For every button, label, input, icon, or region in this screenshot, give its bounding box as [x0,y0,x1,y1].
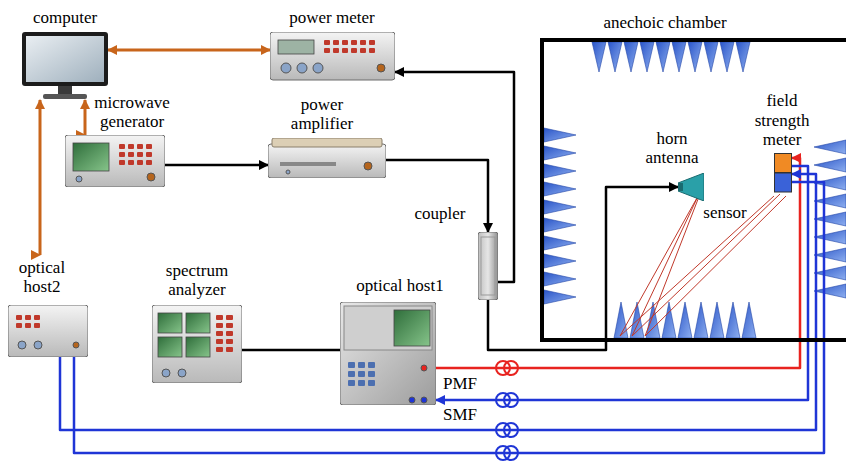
device-illustration [678,173,704,201]
device-picture [65,135,165,187]
device-illustration [22,32,108,100]
device-node: optical host2 [8,255,88,357]
part-label: sensor [703,203,746,223]
device-label: horn antenna [646,129,699,168]
device-label: spectrum analyzer [166,261,228,300]
chamber-enclosure: anechoic chamberhorn antennafield streng… [540,38,846,342]
wave-rays [620,192,786,336]
connector [60,174,816,430]
device-node: coupler [478,232,498,300]
connector [386,160,488,232]
device-illustration [270,32,395,82]
device-node: optical host1 [340,302,436,405]
device-illustration [8,305,88,357]
connector [436,166,808,400]
device-picture [22,32,108,100]
device-node: spectrum analyzer [152,305,242,383]
connector [39,100,42,255]
device-label: coupler [415,204,466,224]
device-label: power amplifier [291,95,353,134]
device-node: power amplifier [268,138,386,178]
device-picture [678,173,704,201]
connector [488,187,678,350]
device-node: microwave generator [65,135,165,187]
device-picture [774,153,792,193]
device-node: field strength meter [774,153,792,193]
device-illustration [774,153,792,193]
connector [436,158,800,368]
connector [74,182,824,453]
device-label: optical host1 [356,276,443,296]
connector [108,49,270,52]
device-label: anechoic chamber [603,13,726,33]
device-picture [340,302,436,405]
device-label: microwave generator [94,93,170,132]
device-node: horn antenna [678,173,704,201]
device-label: computer [33,8,97,28]
fiber-label: SMF [441,406,479,425]
device-label: power meter [289,8,374,28]
device-illustration [65,135,165,187]
connector [165,164,268,167]
connector [242,349,340,352]
fiber-label: PMF [441,375,479,394]
device-picture [152,305,242,383]
device-label: field strength meter [755,91,810,150]
device-illustration [268,138,386,178]
device-label: optical host2 [19,258,65,297]
device-illustration [478,232,498,300]
device-picture [268,138,386,178]
fiber-coils [496,361,518,460]
device-picture [478,232,498,300]
device-picture [270,32,395,82]
connector [84,100,87,135]
device-illustration [340,302,436,405]
device-picture [8,305,88,357]
device-illustration [152,305,242,383]
device-node: computer [22,32,108,100]
device-node: power meter [270,32,395,82]
